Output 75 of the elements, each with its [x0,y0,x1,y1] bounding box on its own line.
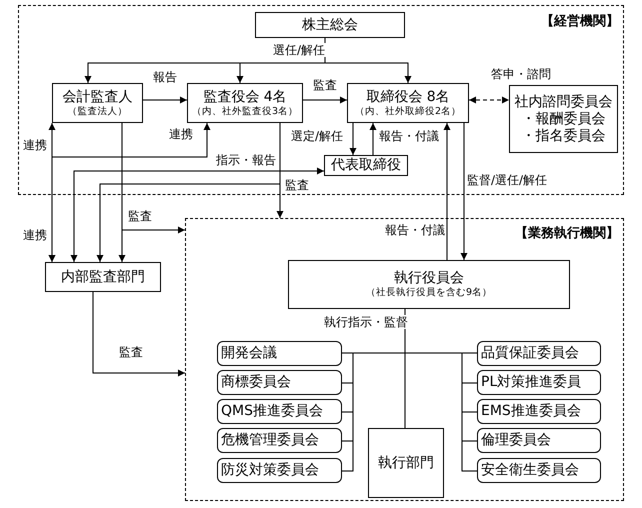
box-title: 代表取締役 [331,157,401,174]
committee-box [477,399,601,424]
org-box [288,260,570,309]
org-box [347,83,469,123]
edge-label: 報告・付議 [378,129,440,143]
arrow [460,122,468,260]
box-title: 開発会議 [221,345,277,362]
edge-label: 監査 [127,209,153,223]
box-title: 安全衛生委員会 [481,462,579,479]
arrow [48,122,210,262]
box-title: 社内諮問委員会 [514,94,612,110]
edge-label: 監督/選任/解任 [466,173,548,187]
box-title: 執行役員会 [394,270,464,287]
committee-box [217,370,342,395]
box-title: 取締役会 8名 [366,88,450,106]
box-note: （監査法人） [68,106,128,118]
committee-box [217,458,342,483]
box-title: EMS推進委員会 [481,403,581,420]
arrow [142,96,188,104]
org-box [509,85,618,153]
box-note: （内、社外監査役3名） [192,106,298,118]
box-title: 執行部門 [378,454,434,472]
edge-label: 報告 [152,70,178,84]
edge-label: 連携 [168,127,194,141]
edge-label: 監査 [118,345,144,359]
org-box [52,83,143,123]
box-note: （内、社外取締役2名） [354,106,462,118]
arrow [370,122,376,156]
org-box [368,428,444,498]
edge-label: 連携 [22,138,48,152]
committee-box [477,341,601,366]
committee-box [477,428,601,453]
section-heading: 【経営機関】 [541,13,619,30]
box-title: 監査役会 4名 [203,88,287,106]
committee-box [217,341,342,366]
org-box [187,83,303,123]
box-title: 株主総会 [302,16,358,34]
box-title: PL対策推進委員 [481,374,582,391]
box-title: 商標委員会 [221,374,291,391]
box-title: 会計監査人 [62,88,132,106]
org-box [324,155,408,176]
arrow [302,96,348,104]
org-box [45,262,161,292]
box-title: 倫理委員会 [481,432,551,449]
arrow [96,122,280,262]
box-note: （社長執行役員を含む9名） [366,287,492,299]
list-item: ・指名委員会 [522,128,606,144]
edge-label: 監査 [312,78,338,92]
box-title: QMS推進委員会 [221,403,323,420]
committee-box [477,458,601,483]
arrow [70,168,324,262]
edge-label: 指示・報告 [215,153,277,167]
edge-label: 選任/解任 [272,43,326,57]
list-item: ・報酬委員会 [522,110,606,128]
section-heading: 【業務執行機関】 [515,225,619,242]
edge-label: 監査 [284,178,310,192]
box-title: 防災対策委員会 [221,462,319,479]
line-label: 連携 [22,228,48,242]
arrow [468,96,510,104]
committee-box [477,370,601,395]
edge-label: 執行指示・監督 [323,315,409,329]
committee-box [217,428,342,453]
edge-label: 選定/解任 [290,129,344,143]
box-title: 危機管理委員会 [221,432,319,449]
box-title: 品質保証委員会 [481,345,579,362]
arrow [350,122,356,156]
arrow [444,122,450,260]
arrow [92,292,186,376]
edge-label: 報告・付議 [384,223,446,237]
section-frame [185,218,624,501]
edge-label: 答申・諮問 [490,67,552,81]
committee-box [217,399,342,424]
org-box [255,12,405,38]
arrow [122,122,186,234]
box-title: 内部監査部門 [61,268,145,286]
